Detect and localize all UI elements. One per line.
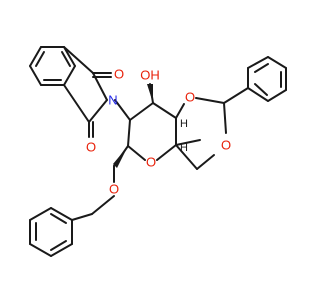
atom-o-imide-bottom: O: [86, 140, 96, 155]
atom-o-pyranose-ring: O: [146, 155, 156, 170]
atom-o-benzyloxy: O: [109, 182, 119, 197]
atom-n-imide: N: [108, 93, 117, 108]
wedge-bond-obn: [113, 146, 128, 168]
wedge-bond-n: [115, 100, 131, 122]
benzylidene-dioxane-ring: [175, 97, 227, 170]
atom-hydroxyl: OH: [140, 68, 160, 83]
atom-o-imide-top: O: [114, 67, 124, 82]
chemical-structure: O O N OH O O O O H H: [29, 46, 287, 257]
atom-h-bottom-stereo: H: [180, 142, 188, 154]
wedge-bond-oh: [147, 84, 153, 103]
phenyl-ring: [223, 56, 287, 104]
atom-h-top-stereo: H: [180, 118, 188, 130]
phthalimide-benzene-ring: [29, 46, 76, 86]
imide-ring: [63, 46, 112, 138]
atom-o-dioxane-right: O: [221, 138, 231, 153]
benzyl-ring: [29, 207, 93, 257]
atom-o-dioxane-top: O: [185, 90, 195, 105]
